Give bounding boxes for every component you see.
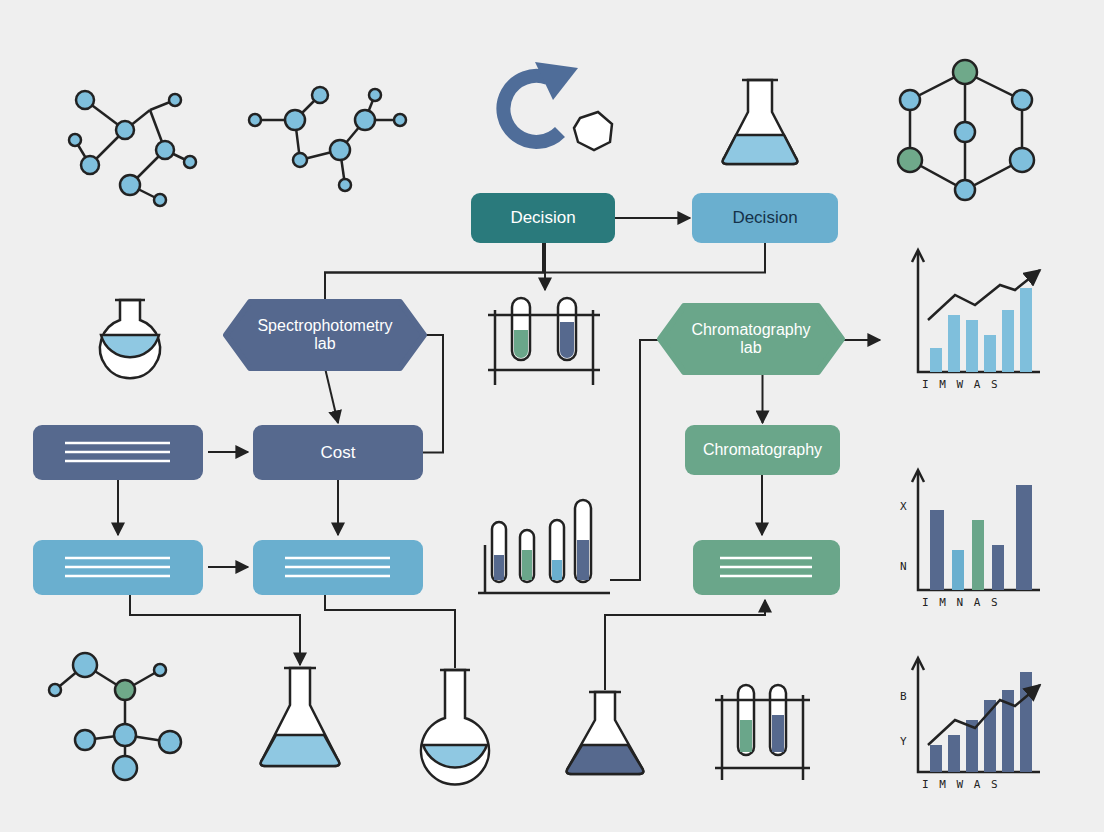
axis-label: N (900, 560, 909, 573)
connector (615, 217, 690, 219)
cost-box: Cost (253, 425, 423, 480)
lab-shape: Spectrophotometry lab (226, 302, 424, 368)
decision-box: Decision (692, 193, 838, 243)
axis-label: I M N A S (922, 596, 1000, 609)
axis-label: B (900, 690, 909, 703)
round-flask (100, 300, 160, 378)
round-flask (421, 670, 489, 784)
decision-box: Decision (471, 193, 615, 243)
molecule (255, 95, 400, 185)
cycle-arrow (503, 62, 612, 150)
process-box: Chromatography (685, 425, 840, 475)
bar-chart (912, 250, 1040, 372)
node-text: Cost (321, 443, 356, 463)
node-text: Decision (732, 208, 797, 228)
bar-chart (912, 470, 1040, 590)
bar-chart (912, 658, 1040, 772)
node-text: Spectrophotometry lab (256, 317, 394, 354)
flask (567, 692, 644, 774)
axis-label: I M W A S (922, 778, 1000, 791)
lab-outline-path (226, 302, 424, 368)
node-text: Chromatography lab (690, 321, 812, 358)
connector (325, 368, 338, 423)
axis-label: I M W A S (922, 378, 1000, 391)
test-tube-rack (715, 685, 810, 780)
flow-line (118, 243, 880, 690)
axis-label: X (900, 500, 909, 513)
axis-label: Y (900, 735, 909, 748)
blank-box (33, 425, 840, 595)
connector (420, 335, 443, 453)
test-tube-rack (478, 500, 610, 593)
node-text: Decision (510, 208, 575, 228)
molecule (75, 100, 190, 200)
connector (325, 243, 765, 302)
node-text: Chromatography (703, 441, 822, 459)
flask (723, 80, 798, 164)
molecule (49, 653, 181, 780)
test-tube-rack (488, 298, 600, 385)
lab-shape: Chromatography lab (660, 306, 842, 372)
connector (762, 372, 764, 423)
flask (261, 668, 340, 766)
molecule (898, 60, 1034, 200)
lab-outline-path (660, 306, 842, 372)
